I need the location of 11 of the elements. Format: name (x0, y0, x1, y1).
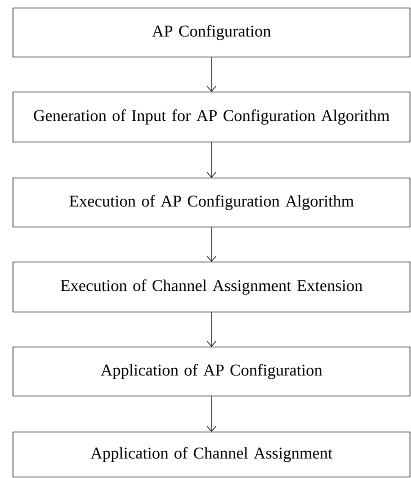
arrow (206, 57, 216, 92)
process-box: Execution of AP Configuration Algorithm (12, 178, 410, 228)
arrow (206, 312, 216, 347)
process-box: Generation of Input for AP Configuration Algorithm (12, 92, 410, 142)
arrow (206, 142, 216, 178)
process-box: AP Configuration (12, 8, 410, 58)
arrow (206, 396, 216, 432)
process-box: Application of Channel Assignment (12, 432, 410, 478)
process-box: Application of AP Configuration (12, 346, 410, 396)
process-box: Execution of Channel Assignment Extension (12, 262, 410, 312)
arrow (206, 227, 216, 262)
